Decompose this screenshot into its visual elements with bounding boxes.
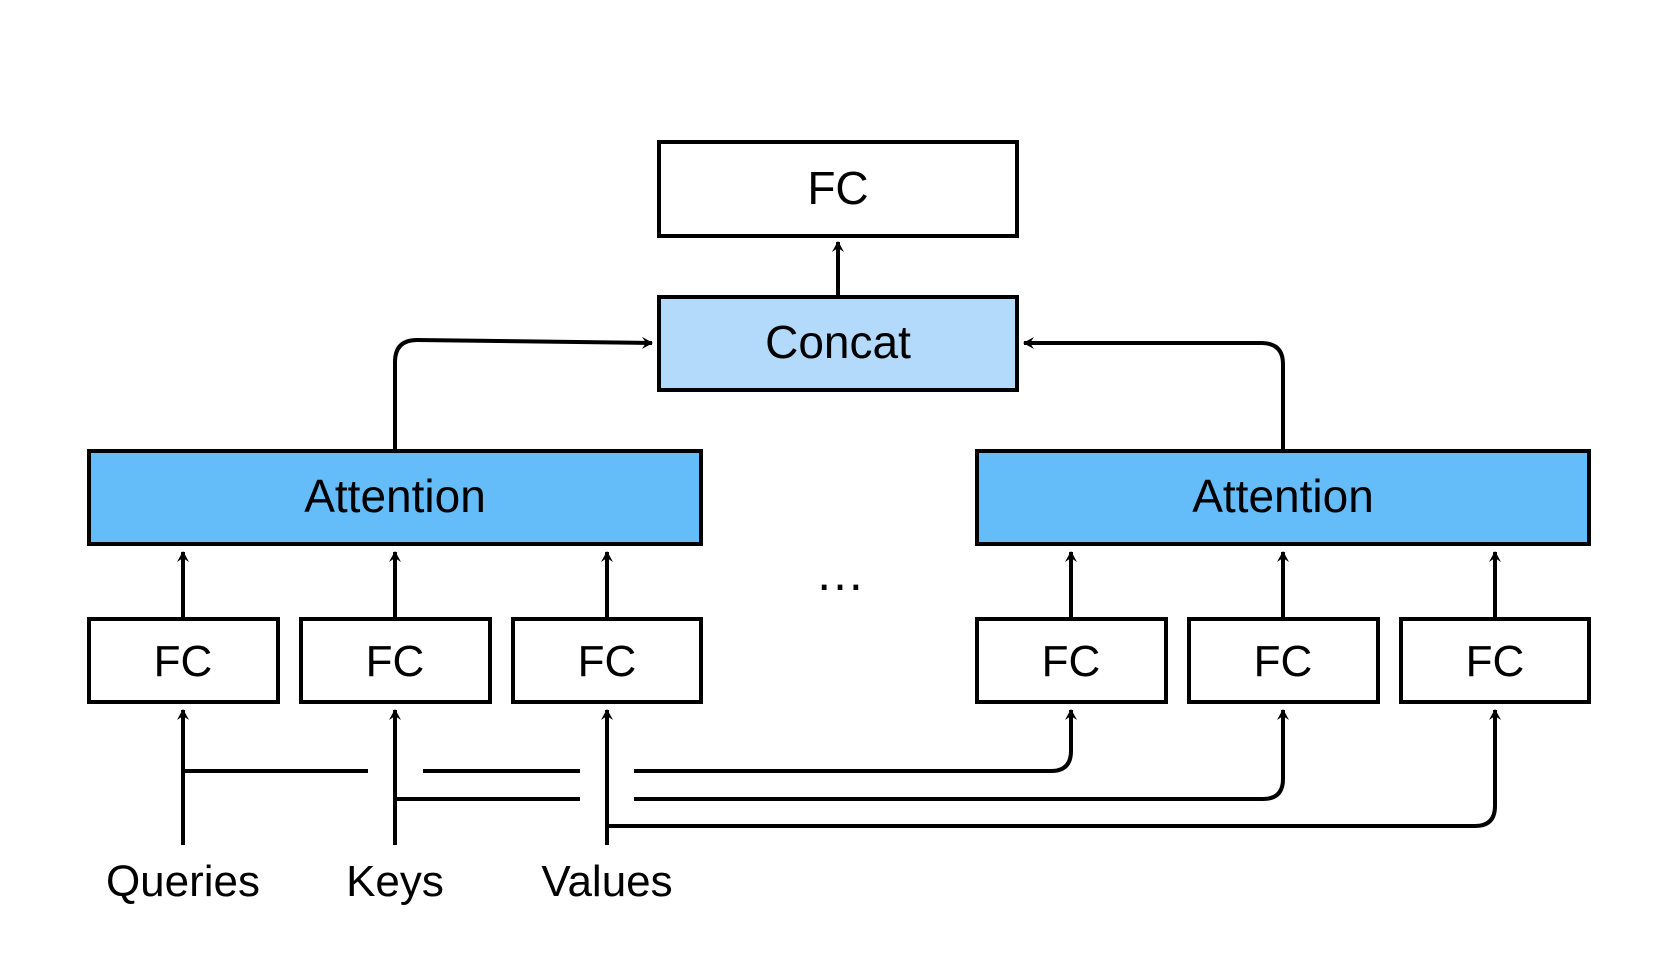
top-fc-label: FC — [807, 162, 868, 214]
fc-label-left-queries: FC — [154, 637, 213, 686]
concat-box — [657, 295, 1019, 392]
fc-box-right-keys — [1187, 617, 1380, 704]
head-right: Attention FC FC FC — [975, 449, 1591, 704]
fc-label-left-values: FC — [578, 637, 637, 686]
values-branch-to-right-fc — [607, 709, 1501, 828]
concat-block: Concat — [657, 295, 1019, 392]
concat-label: Concat — [765, 316, 911, 368]
left-attention-to-concat-arrow — [393, 336, 653, 450]
ellipsis: … — [815, 545, 865, 601]
values-label: Values — [541, 857, 672, 906]
keys-label: Keys — [346, 857, 444, 906]
queries-branch-to-right-fc — [634, 709, 1077, 773]
fc-label-right-values: FC — [1466, 637, 1525, 686]
fc-box-left-queries — [87, 617, 280, 704]
fc-label-right-queries: FC — [1042, 637, 1101, 686]
top-fc-box — [657, 140, 1019, 238]
queries-label: Queries — [106, 857, 260, 906]
attention-box-left — [87, 449, 703, 546]
fc-box-left-keys — [299, 617, 492, 704]
fc-box-left-values — [511, 617, 703, 704]
fc-box-right-values — [1399, 617, 1591, 704]
keys-branch-to-right-fc — [634, 709, 1289, 801]
fc-box-right-queries — [975, 617, 1168, 704]
attention-label-left: Attention — [304, 470, 486, 522]
input-wiring — [177, 709, 1501, 845]
head-left: Attention FC FC FC — [87, 449, 703, 704]
attention-label-right: Attention — [1192, 470, 1374, 522]
attention-box-right — [975, 449, 1591, 546]
top-fc-block: FC — [657, 140, 1019, 238]
fc-label-right-keys: FC — [1254, 637, 1313, 686]
fc-label-left-keys: FC — [366, 637, 425, 686]
right-attention-to-concat-arrow — [1023, 337, 1285, 450]
